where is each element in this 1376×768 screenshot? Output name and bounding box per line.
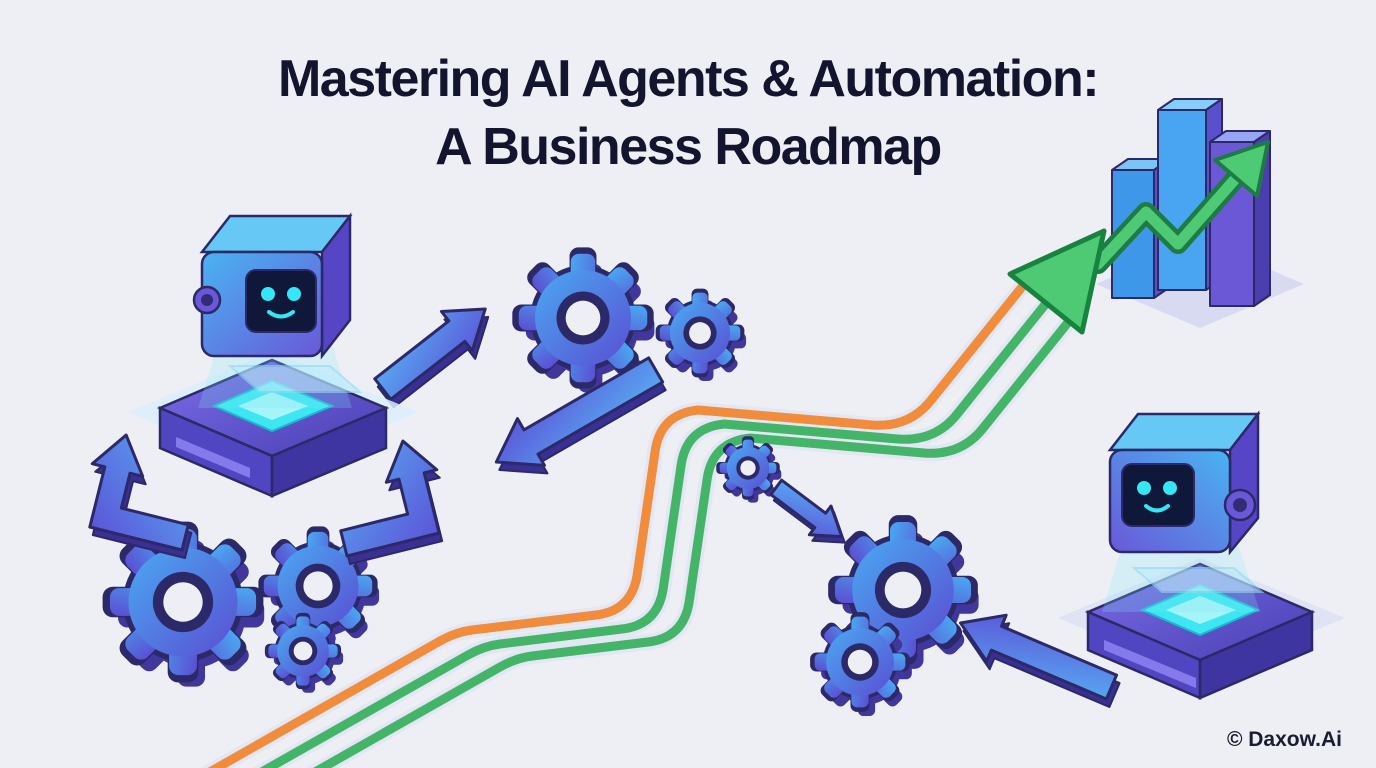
arrow-elbow-up-icon: [339, 439, 444, 565]
gear-cluster: [102, 247, 979, 716]
arrow-down-left-icon: [494, 356, 667, 475]
robot-right-icon: [1058, 410, 1345, 700]
title-line-1: Mastering AI Agents & Automation:: [277, 50, 1100, 108]
robot-smile: [267, 310, 295, 319]
gear-icon: [102, 521, 265, 687]
gear-hole: [303, 571, 333, 601]
gear-hole: [847, 649, 873, 675]
robot-eye-right: [1163, 481, 1177, 495]
robot-eye-left: [261, 287, 275, 301]
platform-cyan-core: [238, 392, 308, 420]
robot-lens-pupil: [201, 294, 213, 306]
robot-eye-right: [287, 287, 301, 301]
platform-front-right: [270, 406, 388, 498]
robot-eye-left: [1137, 481, 1151, 495]
block-arrows: [88, 307, 1121, 709]
growth-bar-chart-icon: [1088, 98, 1304, 328]
gear-icon: [716, 436, 782, 503]
arrow-elbow-up-left-icon: [88, 433, 193, 559]
gear-icon: [264, 612, 344, 693]
gear-icon: [258, 526, 380, 650]
gear-icon: [512, 247, 655, 393]
gear-hole: [293, 641, 313, 661]
hologram-slab: [227, 365, 363, 393]
platform-cyan-core: [1166, 596, 1236, 624]
gear-hole: [565, 300, 601, 336]
robot-left-icon: [128, 212, 418, 498]
gear-icon: [828, 515, 979, 669]
platform-front-right: [1198, 610, 1314, 700]
path-orange: [207, 267, 1039, 768]
gear-hole: [163, 582, 203, 622]
path-green2: [313, 305, 1083, 768]
page-title: Mastering AI Agents & Automation: A Busi…: [0, 46, 1376, 181]
platform-stripe: [176, 437, 250, 478]
robot-face-screen: [245, 269, 317, 333]
trend-line: [1092, 172, 1242, 270]
gear-hole: [884, 571, 922, 609]
gear-hole: [689, 322, 711, 344]
arrow-up-left-icon: [959, 613, 1121, 709]
roadmap-paths: [200, 228, 1107, 768]
arrow-down-right-icon: [769, 478, 846, 544]
robot-lens-pupil: [1233, 498, 1247, 512]
trend-arrowhead-icon: [1213, 140, 1270, 198]
gear-icon: [655, 288, 747, 381]
gear-icon: [810, 612, 912, 716]
robot-smile: [1144, 504, 1170, 513]
path-green1: [259, 286, 1061, 768]
roadmap-arrowhead-icon: [1007, 228, 1107, 335]
gear-hole: [740, 460, 756, 476]
title-line-2: A Business Roadmap: [435, 117, 942, 176]
watermark: © Daxow.Ai: [1226, 728, 1342, 751]
platform-stripe: [1104, 640, 1196, 688]
arrow-up-right-icon: [373, 307, 490, 409]
robot-face-screen: [1121, 463, 1195, 527]
hologram-slab: [1131, 567, 1265, 593]
